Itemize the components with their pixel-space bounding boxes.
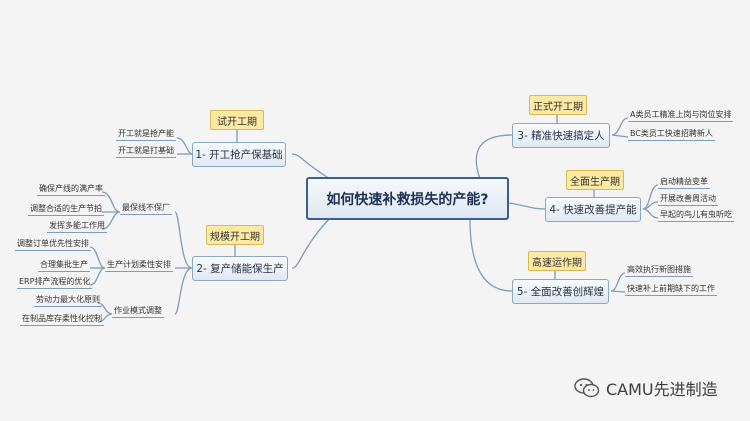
branch-4-sub-1[interactable]: 启动精益变革 (658, 177, 710, 189)
branch-2-group-2-sub-1[interactable]: 调整订单优先性安排 (15, 239, 91, 251)
branch-1-phase-tag: 试开工期 (210, 110, 264, 130)
branch-2-group-1-sub-3[interactable]: 发挥多能工作用 (47, 221, 107, 233)
branch-3-phase-tag: 正式开工期 (529, 95, 587, 115)
branch-5-sub-2[interactable]: 快速补上前期缺下的工作 (625, 284, 717, 296)
branch-2-group-3[interactable]: 作业模式调整 (112, 306, 164, 318)
branch-4-phase-tag: 全面生产期 (566, 170, 624, 190)
branch-1-sub-1[interactable]: 开工就是抢产能 (116, 129, 176, 141)
branch-4-node[interactable]: 4- 快速改善提产能 (545, 197, 641, 222)
branch-2-group-1-sub-1[interactable]: 确保产线的满产率 (37, 184, 105, 196)
branch-2-group-3-sub-1[interactable]: 劳动力最大化原则 (34, 295, 102, 307)
branch-2-group-1[interactable]: 最保线不保厂 (120, 203, 172, 215)
branch-2-phase-tag: 规模开工期 (206, 225, 264, 245)
branch-3-node[interactable]: 3- 精准快速搞定人 (512, 123, 610, 148)
branch-2-node[interactable]: 2- 复产储能保生产 (192, 256, 288, 281)
branch-2-group-2-sub-2[interactable]: 合理集批生产 (38, 260, 90, 272)
branch-1-node[interactable]: 1- 开工抢产保基础 (192, 142, 286, 167)
watermark-text: CAMU先进制造 (606, 380, 718, 399)
branch-5-phase-tag: 高速运作期 (528, 251, 586, 271)
branch-2-group-1-sub-2[interactable]: 调整合适的生产节拍 (28, 204, 104, 216)
branch-2-group-3-sub-2[interactable]: 在制品库存柔性化控制 (20, 314, 104, 326)
watermark: CAMU先进制造 (574, 376, 718, 400)
branch-4-sub-3[interactable]: 早起的鸟儿有虫听吃 (658, 210, 734, 222)
branch-5-node[interactable]: 5- 全面改善创辉煌 (512, 279, 609, 304)
branch-2-group-2[interactable]: 生产计划柔性安排 (105, 260, 173, 272)
branch-4-sub-2[interactable]: 开展改善周活动 (658, 194, 718, 206)
branch-3-sub-2[interactable]: BC类员工快速招聘新人 (628, 129, 715, 141)
branch-5-sub-1[interactable]: 高效执行新图措施 (625, 265, 693, 277)
central-topic[interactable]: 如何快速补救损失的产能? (306, 177, 509, 220)
branch-1-sub-2[interactable]: 开工就是打基础 (116, 146, 176, 158)
wechat-icon (574, 378, 600, 398)
branch-3-sub-1[interactable]: A类员工精准上岗与岗位安排 (628, 110, 734, 122)
branch-2-group-2-sub-3[interactable]: ERP排产流程的优化 (17, 277, 93, 289)
